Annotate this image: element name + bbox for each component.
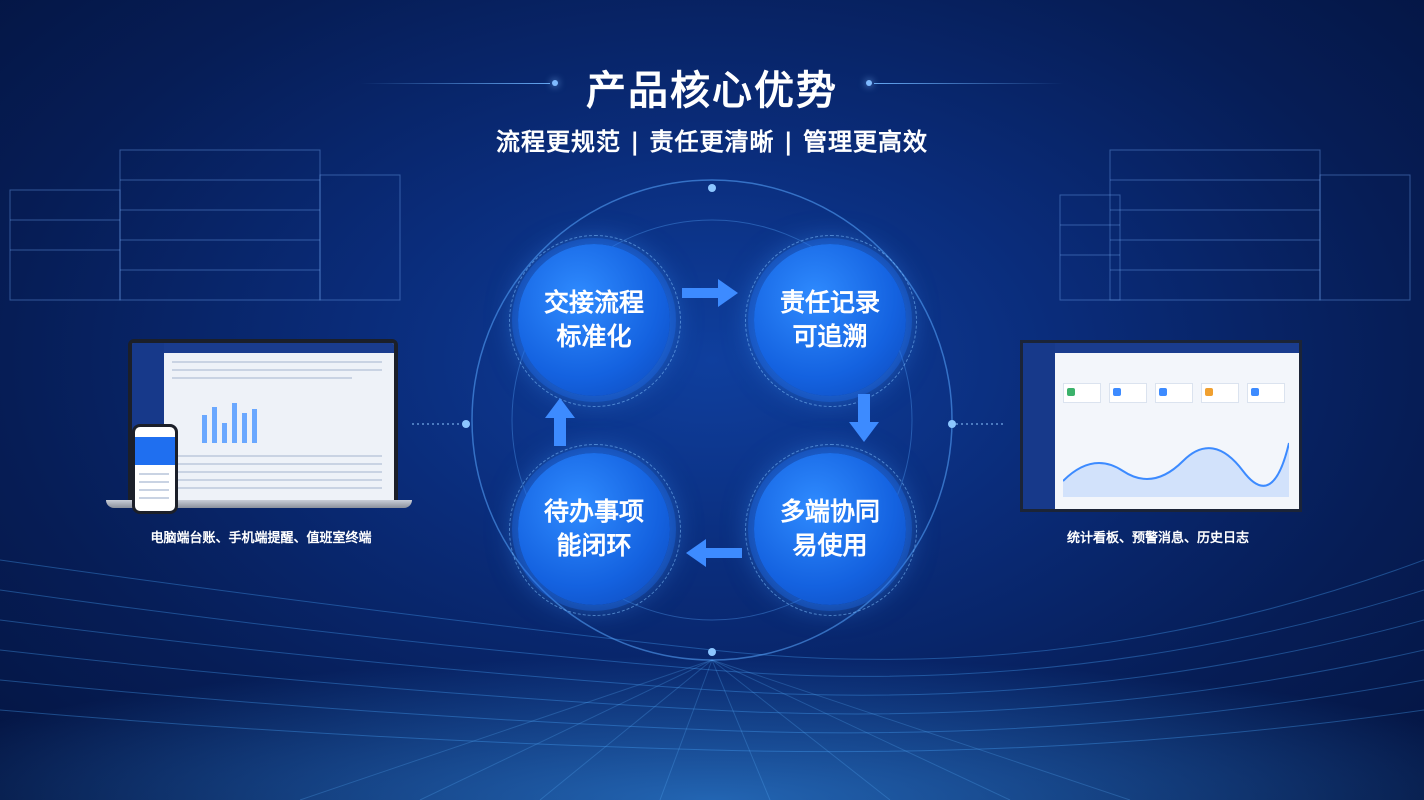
node-responsibility-trace: 责任记录可追溯 [754,244,906,396]
node-multi-terminal: 多端协同易使用 [754,453,906,605]
title-line-right [874,83,1064,84]
node-handover-standard: 交接流程标准化 [518,244,670,396]
node-1-line2: 标准化 [556,322,632,351]
node-4-line1: 待办事项 [543,497,644,526]
arrow-right-icon [682,279,738,307]
right-caption: 统计看板、预警消息、历史日志 [1066,531,1249,546]
node-ring-1 [509,235,681,407]
node-ring-3 [745,444,917,616]
node-ring-2 [745,235,917,407]
phone-image [132,424,178,514]
laptop-base [106,500,412,508]
left-caption: 电脑端台账、手机端提醒、值班室终端 [150,531,372,546]
page-subtitle: 流程更规范 | 责任更清晰 | 管理更高效 [496,128,928,156]
title-dot-left [552,80,558,86]
node-ring-4 [509,444,681,616]
node-4-line2: 能闭环 [556,531,632,560]
node-2-line2: 可追溯 [792,322,868,351]
node-3-line1: 多端协同 [779,497,880,526]
arrow-up-icon [545,398,575,446]
title-line-left [360,83,550,84]
node-todo-closed-loop: 待办事项能闭环 [518,453,670,605]
node-1-line1: 交接流程 [543,288,644,317]
node-2-line1: 责任记录 [779,288,880,317]
node-3-line2: 易使用 [792,531,868,560]
arrow-down-icon [849,394,879,442]
title-dot-right [866,80,872,86]
arrow-left-icon [686,539,742,567]
page-title: 产品核心优势 [586,68,838,114]
dashboard-screen-image [1020,340,1302,512]
